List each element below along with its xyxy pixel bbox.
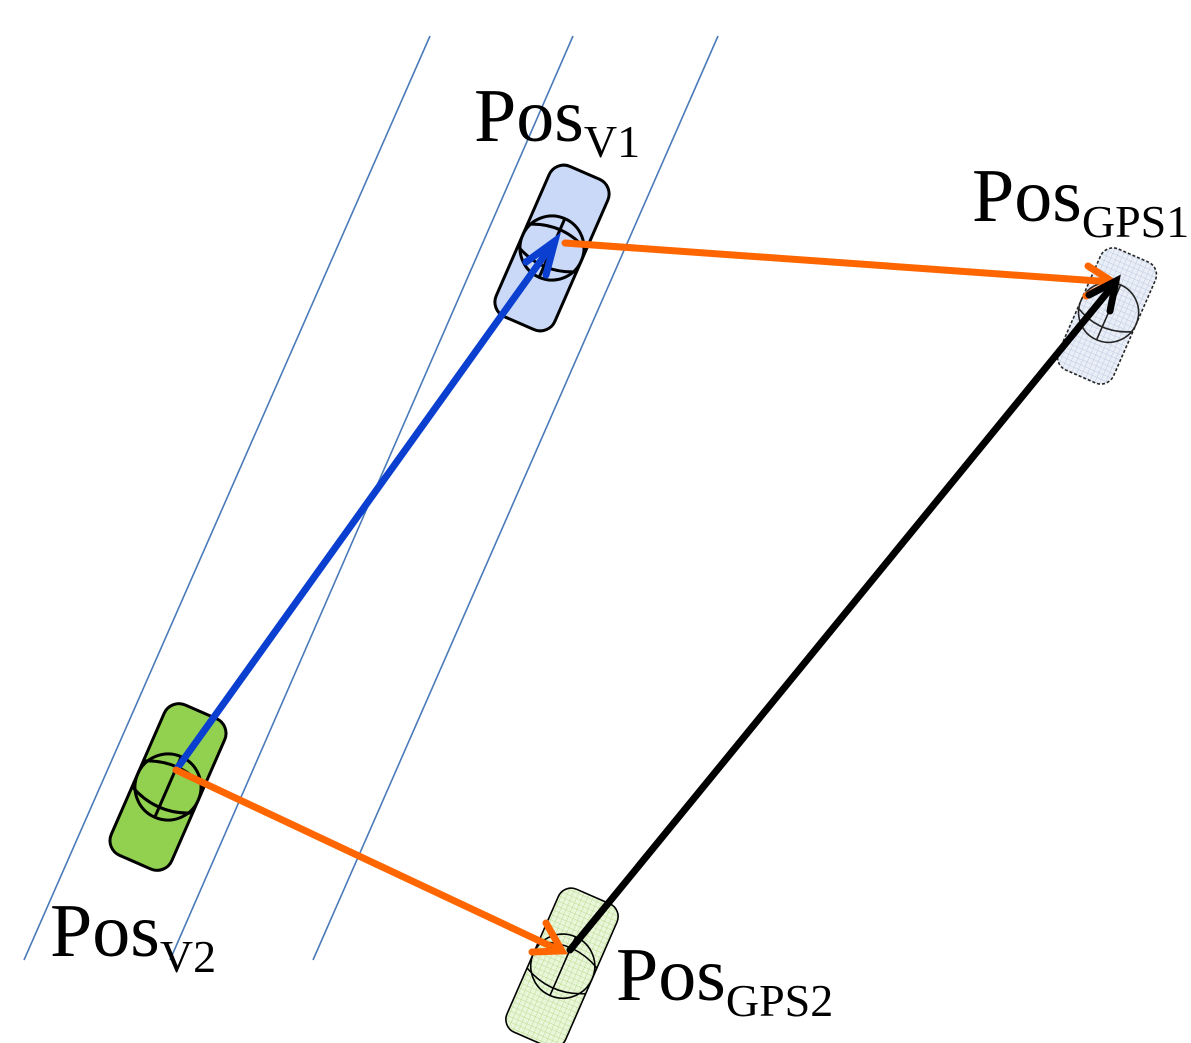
gps-ghost-1 bbox=[1056, 247, 1158, 385]
label-pos-gps2-sub: GPS2 bbox=[726, 975, 833, 1026]
label-pos-v1: PosV1 bbox=[474, 74, 640, 167]
label-pos-v2-sub: V2 bbox=[160, 931, 216, 982]
label-pos-v1-main: Pos bbox=[474, 74, 584, 158]
label-pos-gps1: PosGPS1 bbox=[972, 154, 1189, 247]
vector-v2-to-v1-arrowhead bbox=[522, 232, 561, 279]
label-pos-gps2: PosGPS2 bbox=[616, 933, 833, 1026]
label-pos-gps1-main: Pos bbox=[972, 154, 1082, 238]
label-pos-v2-main: Pos bbox=[50, 889, 160, 973]
labels: PosV1 PosGPS1 PosV2 PosGPS2 bbox=[50, 74, 1189, 1026]
vector-v2-to-v1 bbox=[172, 241, 556, 774]
lane-line-3 bbox=[312, 35, 719, 961]
gps-ghost-1-seat bbox=[1077, 307, 1133, 333]
label-pos-v2: PosV2 bbox=[50, 889, 216, 982]
vehicle-1-seat-rear bbox=[516, 245, 577, 274]
lane-line-1 bbox=[23, 35, 431, 961]
vector-gps2-to-gps1-arrowhead bbox=[1085, 274, 1121, 315]
vehicle-2-seat-rear bbox=[131, 785, 193, 815]
label-pos-v1-sub: V1 bbox=[584, 116, 640, 167]
label-pos-gps1-sub: GPS1 bbox=[1082, 196, 1189, 247]
label-pos-gps2-main: Pos bbox=[616, 933, 726, 1017]
vector-v2-to-gps2 bbox=[172, 766, 565, 955]
vectors bbox=[172, 232, 1121, 956]
gps-ghost-2-seat-rear bbox=[526, 967, 586, 995]
vector-v2-to-gps2-arrowhead bbox=[528, 919, 568, 956]
vector-gps2-to-gps1 bbox=[566, 279, 1119, 954]
vector-v1-to-gps1 bbox=[561, 239, 1116, 286]
